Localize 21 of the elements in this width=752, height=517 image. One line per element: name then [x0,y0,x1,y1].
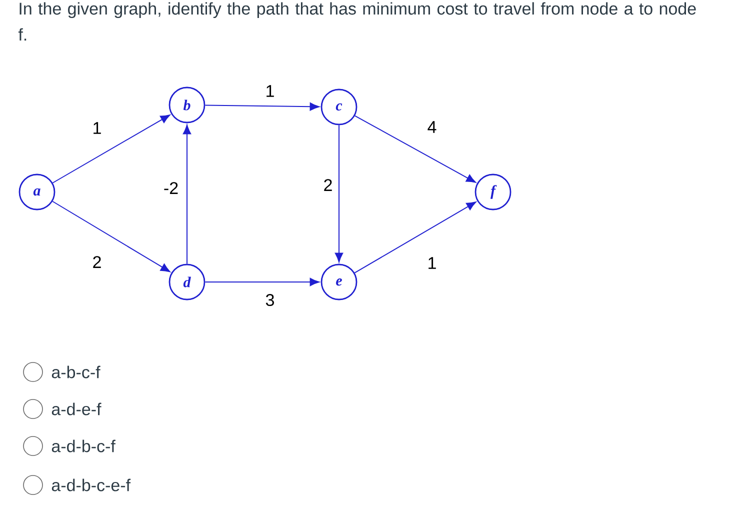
question-text: In the given graph, identify the path that has minimum cost to travel from node a to node f. [18,2,696,41]
arrow [354,202,476,274]
edge-label: 3 [264,293,276,308]
edge-label: 1 [264,84,276,98]
edge-label: 2 [91,255,103,269]
option-text: a-b-c-f [52,366,100,378]
edge-label: 1 [91,121,103,135]
edge-label: 2 [322,178,334,192]
arrow [52,114,170,184]
arrow [52,200,170,272]
edge-label: -2 [162,181,180,195]
arrow [334,124,344,262]
edge-label: 4 [426,120,438,134]
option-text: a-d-b-c-e-f [52,478,131,492]
arrow [182,124,192,264]
edge-label: 1 [426,256,438,270]
arrow [204,278,320,286]
arrow [204,102,320,111]
option-text: a-d-e-f [52,402,102,416]
arrow [354,115,476,183]
option-text: a-d-b-c-f [52,440,116,452]
